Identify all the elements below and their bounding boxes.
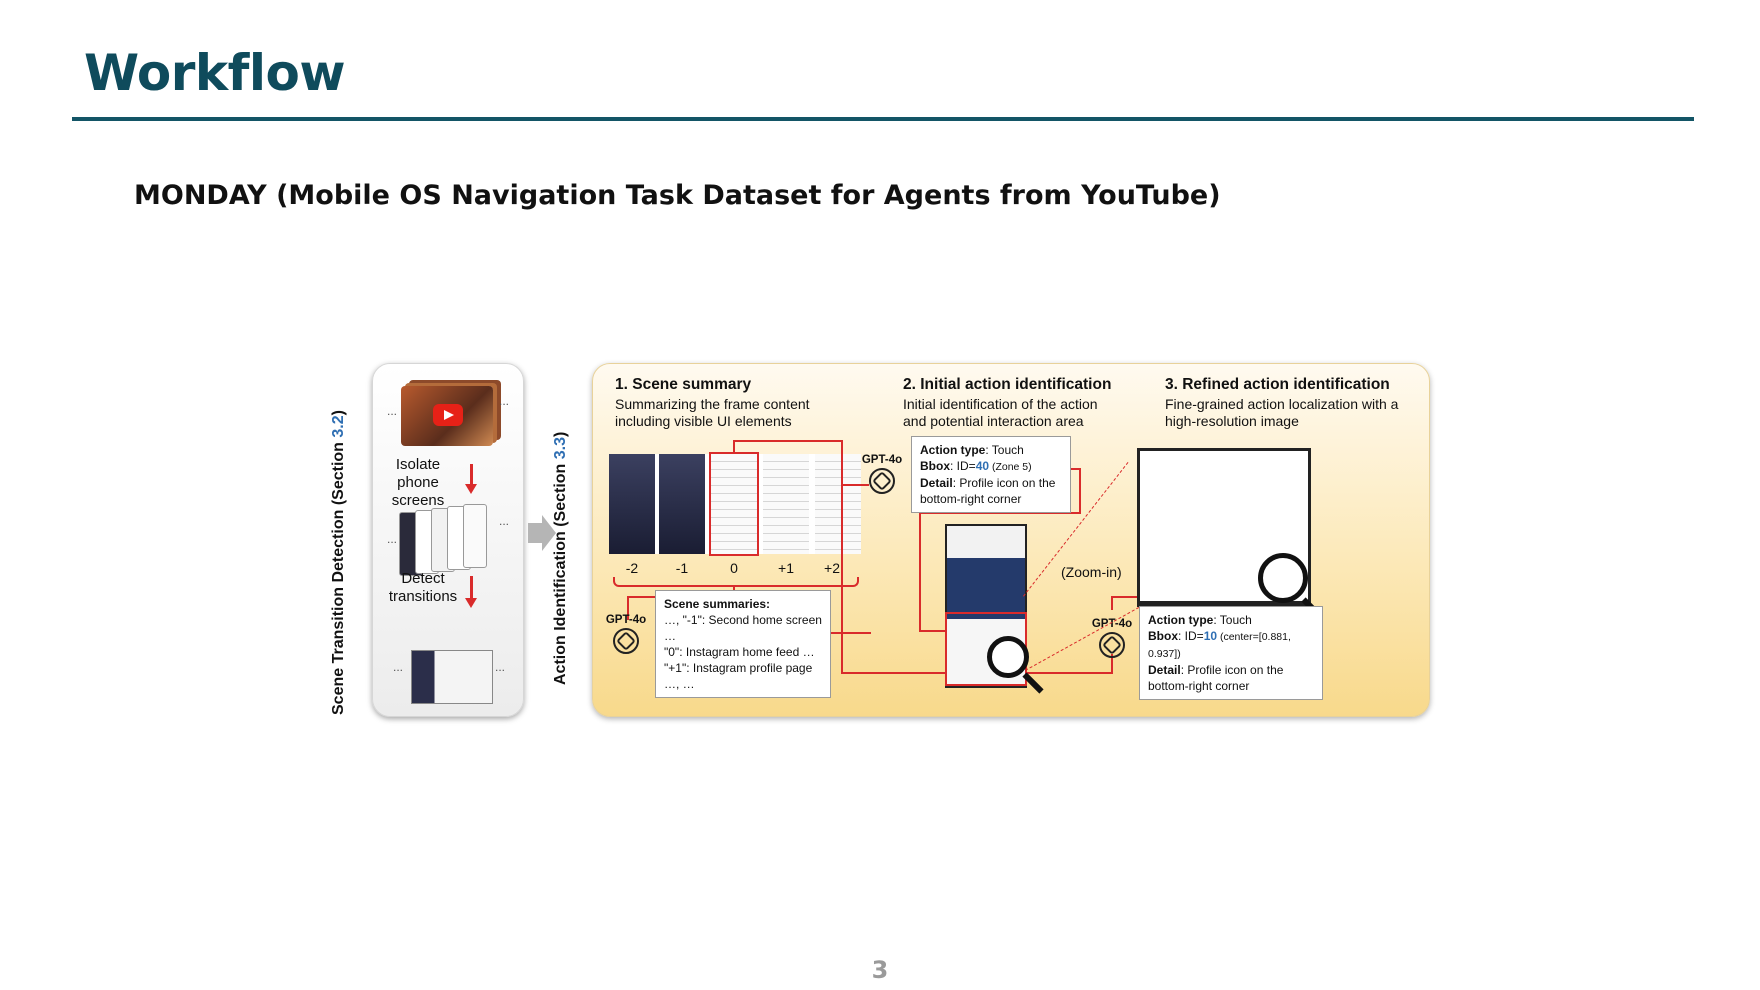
openai-logo-icon	[613, 628, 639, 654]
action-identification-label-text: Action Identification (Section	[552, 459, 569, 685]
frame-index: -1	[675, 560, 689, 576]
youtube-play-icon	[433, 404, 463, 426]
frame-index: +1	[778, 560, 794, 576]
refined-action-title: 3. Refined action identification	[1165, 376, 1390, 393]
workflow-figure: Scene Transition Detection (Section 3.2)…	[330, 355, 1430, 735]
openai-logo-icon	[1099, 632, 1125, 658]
gpt4o-label: GPT-4o	[861, 454, 903, 466]
ellipsis-text: ...	[499, 394, 510, 408]
refined-action-box: Action type: Touch Bbox: ID=10 (center=[…	[1139, 606, 1323, 700]
connector-line	[627, 596, 629, 620]
slide-title: Workflow	[84, 44, 346, 102]
ellipsis-text: ...	[495, 660, 506, 674]
scene-transition-panel: Isolate phone screens Detect transitions…	[372, 363, 524, 717]
connector-line	[1069, 468, 1081, 470]
scene-summary-line: "+1": Instagram profile page …, …	[664, 661, 813, 691]
connector-line	[919, 630, 945, 632]
slide-subtitle: MONDAY (Mobile OS Navigation Task Datase…	[134, 180, 1221, 211]
scene-transition-label-close: )	[330, 410, 347, 416]
frame-index: -2	[625, 560, 639, 576]
action-type-line: Action type: Touch	[920, 443, 1024, 457]
action-identification-label-close: )	[552, 431, 569, 437]
initial-action-title: 2. Initial action identification	[903, 376, 1112, 393]
gpt4o-summary-marker: GPT-4o	[603, 614, 649, 654]
connector-line	[919, 512, 921, 630]
ellipsis-text: ...	[499, 514, 510, 528]
frame-index: 0	[730, 560, 738, 576]
scene-summaries-box: Scene summaries: …, "-1": Second home sc…	[655, 590, 831, 698]
scene-summaries-title: Scene summaries:	[664, 597, 771, 611]
ellipsis-text: ...	[393, 660, 404, 674]
frame-plus-1	[763, 454, 809, 554]
action-type-line: Action type: Touch	[1148, 613, 1252, 627]
gpt4o-refined-marker: GPT-4o	[1089, 618, 1135, 658]
action-identification-label: Action Identification (Section 3.3)	[552, 432, 570, 685]
detect-transitions-label: Detect transitions	[388, 570, 458, 605]
connector-line	[841, 484, 869, 486]
video-frames-strip	[609, 452, 861, 556]
youtube-video-thumbnail	[401, 386, 493, 446]
connector-line	[831, 632, 871, 634]
frame-minus-2	[609, 454, 655, 554]
title-divider	[72, 117, 1694, 121]
transition-frames-thumbnail	[411, 650, 493, 704]
zoomed-phone-region	[1137, 448, 1311, 607]
bbox-line: Bbox: ID=40 (Zone 5)	[920, 459, 1032, 473]
frame-minus-1	[659, 454, 705, 554]
connector-line	[841, 440, 843, 633]
frames-bracket	[613, 577, 859, 587]
connector-line	[733, 442, 735, 454]
detail-line: Detail: Profile icon on the bottom-right…	[920, 476, 1056, 506]
down-arrow-icon	[465, 464, 477, 494]
gpt4o-initial-marker: GPT-4o	[859, 454, 905, 494]
connector-line	[841, 632, 843, 674]
connector-line	[733, 440, 843, 442]
right-arrow-icon	[528, 515, 556, 551]
openai-logo-icon	[869, 468, 895, 494]
scene-summary-description: Summarizing the frame content including …	[615, 396, 810, 429]
down-arrow-icon	[465, 576, 477, 608]
connector-line	[1111, 654, 1113, 674]
ellipsis-text: ...	[387, 532, 398, 546]
scene-transition-label-text: Scene Transition Detection (Section	[330, 437, 347, 715]
scene-summary-line: "0": Instagram home feed …	[664, 645, 815, 659]
bbox-line: Bbox: ID=10 (center=[0.881, 0.937])	[1148, 629, 1291, 660]
gpt4o-label: GPT-4o	[605, 614, 647, 626]
connector-line	[1027, 672, 1113, 674]
zoom-in-label: (Zoom-in)	[1061, 564, 1122, 580]
page-number: 3	[871, 956, 889, 984]
frame-index: +2	[824, 560, 840, 576]
action-identification-panel: 1. Scene summary Summarizing the frame c…	[592, 363, 1430, 717]
initial-action-box: Action type: Touch Bbox: ID=40 (Zone 5) …	[911, 436, 1071, 513]
connector-line	[919, 512, 1081, 514]
magnifier-icon	[1258, 553, 1308, 603]
section-ref-3-2: 3.2	[330, 415, 347, 438]
scene-summary-title: 1. Scene summary	[615, 376, 752, 393]
detail-line: Detail: Profile icon on the bottom-right…	[1148, 663, 1284, 693]
gpt4o-label: GPT-4o	[1091, 618, 1133, 630]
frame-0	[709, 452, 759, 556]
refined-action-description: Fine-grained action localization with a …	[1165, 396, 1399, 429]
isolate-phone-screens-label: Isolate phone screens	[391, 456, 445, 509]
frame-plus-2	[815, 454, 861, 554]
initial-action-description: Initial identification of the action and…	[903, 396, 1098, 429]
section-ref-3-3: 3.3	[552, 436, 569, 460]
magnifier-icon	[987, 636, 1029, 678]
ellipsis-text: ...	[387, 404, 398, 418]
connector-line	[1111, 598, 1113, 610]
scene-transition-label: Scene Transition Detection (Section 3.2)	[330, 410, 348, 715]
connector-line	[1079, 468, 1081, 514]
scene-summary-line: …, "-1": Second home screen …	[664, 613, 822, 643]
